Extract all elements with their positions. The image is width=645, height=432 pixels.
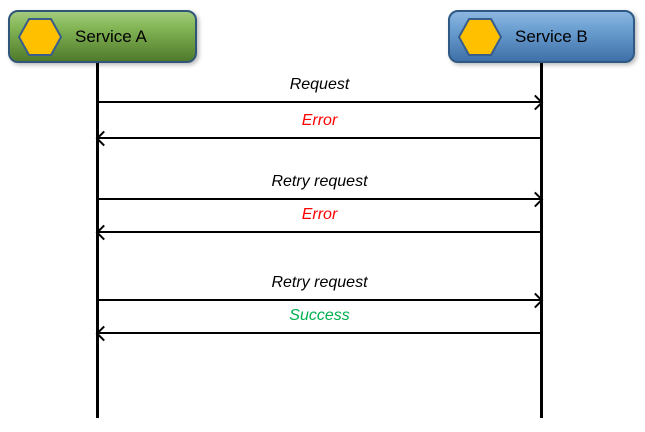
service-a-label: Service A [75, 26, 147, 46]
message-success: Success [95, 302, 541, 341]
arrow-line [98, 298, 541, 301]
message-retry-request-2: Retry request [98, 269, 544, 308]
message-label: Request [289, 76, 350, 93]
message-label: Success [289, 307, 350, 324]
service-b-label: Service B [515, 26, 588, 46]
hexagon-shape [18, 17, 62, 56]
message-label: Retry request [271, 173, 368, 190]
service-b-node: Service B [448, 10, 635, 63]
arrow-line [98, 197, 541, 200]
service-a-node: Service A [8, 10, 197, 63]
service-a-lifeline [96, 63, 99, 418]
message-label: Retry request [271, 274, 368, 291]
arrow-line [98, 136, 541, 139]
hexagon-shape [458, 17, 502, 56]
message-label: Error [301, 206, 338, 223]
message-error-2: Error [95, 201, 541, 240]
arrow-line [98, 100, 541, 103]
arrow-line [98, 331, 541, 334]
hexagon-icon [458, 17, 502, 56]
message-request-1: Request [98, 71, 544, 110]
arrow-line [98, 230, 541, 233]
hexagon-icon [18, 17, 62, 56]
message-label: Error [301, 112, 338, 129]
message-retry-request-1: Retry request [98, 168, 544, 207]
service-b-lifeline [540, 63, 543, 418]
message-error-1: Error [95, 107, 541, 146]
